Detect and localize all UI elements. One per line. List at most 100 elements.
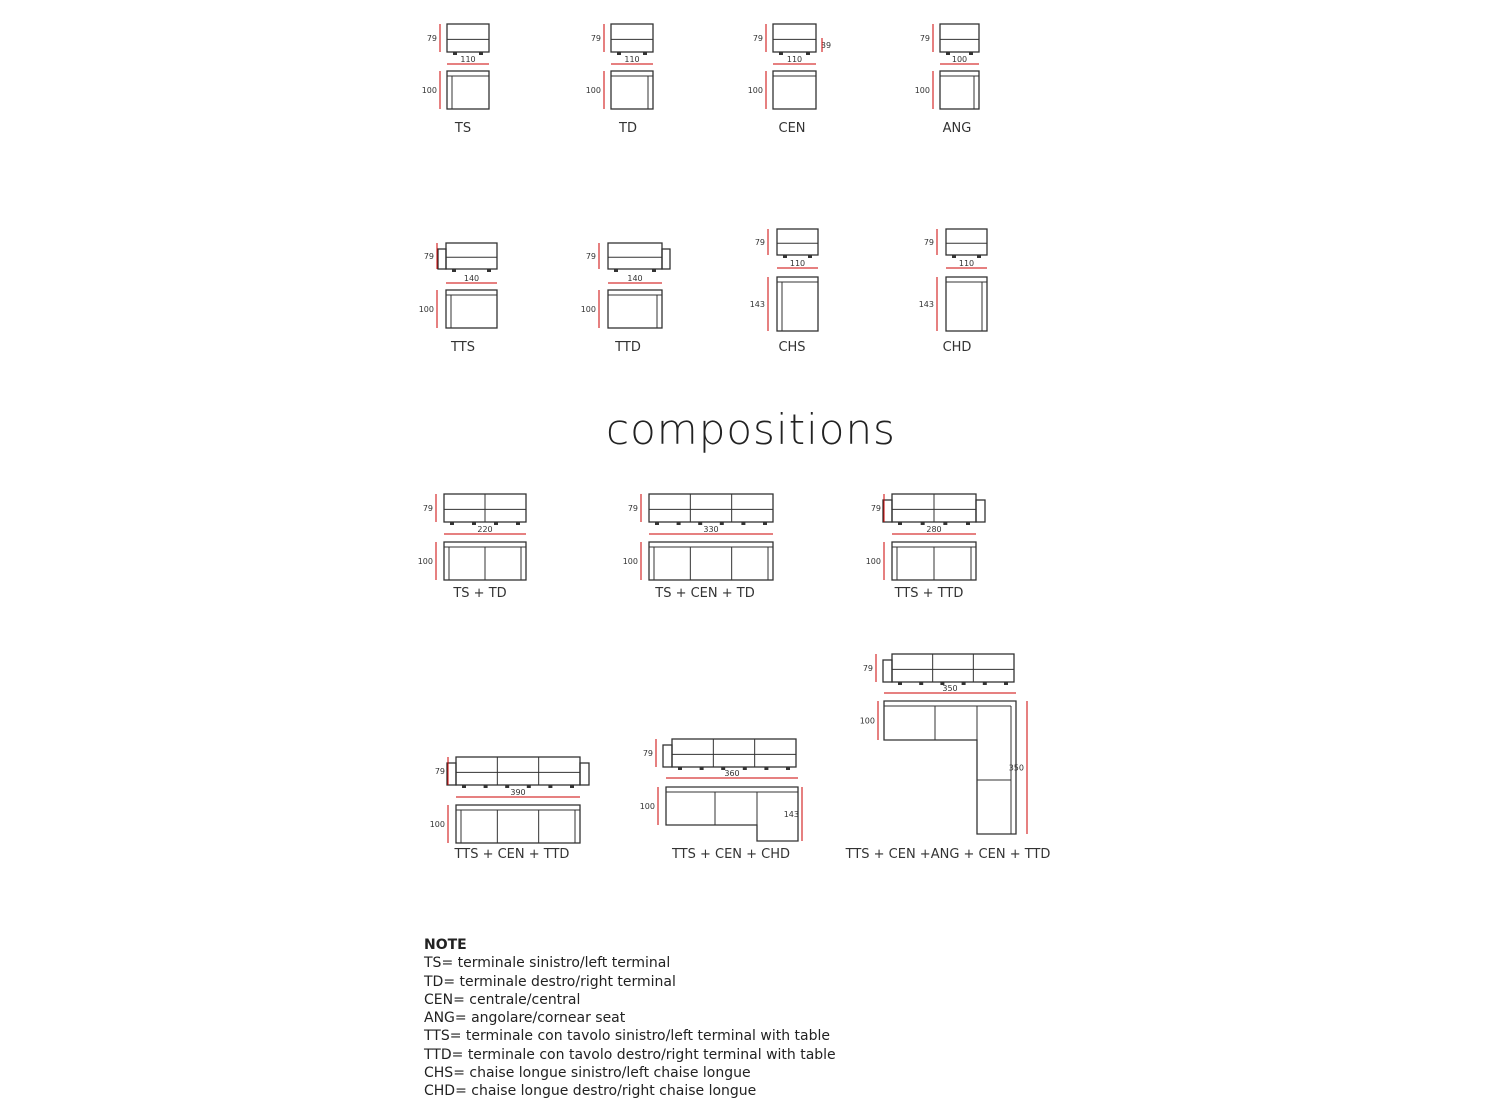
sofa-foot	[946, 52, 950, 55]
chd-width-label: 110	[959, 259, 974, 268]
chs-plan	[776, 276, 819, 332]
ts-cen-td-plan	[648, 541, 774, 581]
ts-cen-td-front	[648, 493, 774, 523]
sofa-foot	[763, 522, 767, 525]
tts-cen-chd-front	[671, 738, 797, 768]
sofa-foot	[898, 682, 902, 685]
td-depth-label: 100	[586, 86, 601, 95]
sofa-foot	[570, 785, 574, 788]
sofa-foot	[526, 785, 531, 788]
note-line: TD= terminale destro/right terminal	[424, 973, 676, 990]
cen-plan	[772, 70, 817, 110]
ang-front	[939, 23, 980, 53]
sofa-foot	[643, 52, 647, 55]
sofa-foot	[969, 52, 973, 55]
module-label-tts: TTS	[451, 340, 475, 355]
note-line: TS= terminale sinistro/left terminal	[424, 955, 671, 972]
tts-cen-ttd-table-left	[446, 762, 457, 786]
ts-td-width-label: 220	[477, 525, 492, 534]
sofa-foot	[961, 682, 966, 685]
td-front	[610, 23, 654, 53]
td-width-label: 110	[624, 55, 639, 64]
sofa-foot	[655, 522, 659, 525]
tts-cen-chd-width-label: 360	[724, 769, 739, 778]
ts-width-label: 110	[460, 55, 475, 64]
tts-depth-label: 100	[419, 305, 434, 314]
sofa-foot	[721, 767, 726, 770]
tts-cen-ttd-height-label: 79	[435, 767, 445, 776]
cen-front	[772, 23, 817, 53]
corner-front	[891, 653, 1015, 683]
chd-depth-label: 143	[919, 300, 934, 309]
ts-height-label: 79	[427, 34, 437, 43]
corner-depth2-label: 350	[1009, 764, 1024, 773]
tts-ttd-depth-label: 100	[866, 557, 881, 566]
note-line: TTD= terminale con tavolo destro/right t…	[424, 1046, 836, 1063]
note-line: CHD= chaise longue destro/right chaise l…	[424, 1083, 757, 1100]
chd-front	[945, 228, 988, 256]
module-label-chs: CHS	[778, 340, 806, 355]
ttd-plan	[607, 289, 663, 329]
module-label-td: TD	[619, 121, 637, 136]
corner-plan	[883, 700, 1017, 835]
chd-plan	[945, 276, 988, 332]
sofa-foot	[479, 52, 483, 55]
sofa-foot	[764, 767, 769, 770]
note-line: CHS= chaise longue sinistro/left chaise …	[424, 1065, 751, 1082]
ttd-height-label: 79	[586, 252, 596, 261]
ts-front	[446, 23, 490, 53]
sofa-foot	[516, 522, 520, 525]
sofa-foot	[453, 52, 457, 55]
tts-cen-ttd-table-right	[579, 762, 590, 786]
cen-seat-height-label: 39	[821, 41, 831, 50]
sofa-foot	[678, 767, 682, 770]
tts-cen-chd-table-left	[662, 744, 673, 768]
sofa-foot	[940, 682, 945, 685]
td-plan	[610, 70, 654, 110]
tts-width-label: 140	[464, 274, 479, 283]
composition-label-corner: TTS + CEN +ANG + CEN + TTD	[845, 847, 1051, 862]
module-label-cen: CEN	[778, 121, 806, 136]
tts-cen-chd-plan	[665, 786, 799, 842]
sofa-foot	[494, 522, 498, 525]
sofa-foot	[652, 269, 656, 272]
ts-td-height-label: 79	[423, 504, 433, 513]
sofa-foot	[483, 785, 488, 788]
sofa-foot	[783, 255, 787, 258]
tts-cen-ttd-width-label: 390	[510, 788, 525, 797]
chs-height-label: 79	[755, 238, 765, 247]
td-height-label: 79	[591, 34, 601, 43]
cen-depth-label: 100	[748, 86, 763, 95]
ang-depth-label: 100	[915, 86, 930, 95]
tts-front	[445, 242, 498, 270]
chd-height-label: 79	[924, 238, 934, 247]
sofa-foot	[462, 785, 466, 788]
notes-title: NOTE	[424, 937, 467, 953]
corner-height-label: 79	[863, 664, 873, 673]
note-line: TTS= terminale con tavolo sinistro/left …	[424, 1028, 831, 1045]
chs-depth-label: 143	[750, 300, 765, 309]
tts-cen-chd-depth2-label: 143	[784, 810, 799, 819]
module-label-ttd: TTD	[615, 340, 641, 355]
corner-table-left	[882, 659, 893, 683]
notes-block: NOTE TS= terminale sinistro/left termina…	[424, 936, 836, 1101]
sofa-foot	[472, 522, 476, 525]
chs-front	[776, 228, 819, 256]
ang-plan	[939, 70, 980, 110]
module-label-ts: TS	[454, 121, 472, 136]
composition-label-ts-cen-td: TS + CEN + TD	[655, 586, 755, 601]
sofa-foot	[977, 255, 981, 258]
tts-cen-ttd-plan	[455, 804, 581, 844]
ttd-front	[607, 242, 663, 270]
module-label-ang: ANG	[942, 121, 972, 136]
tts-ttd-height-label: 79	[871, 504, 881, 513]
sofa-foot	[487, 269, 491, 272]
sofa-foot	[806, 52, 810, 55]
composition-label-tts-cen-chd: TTS + CEN + CHD	[671, 847, 791, 862]
sofa-foot	[898, 522, 902, 525]
tts-cen-chd-depth-label: 100	[640, 802, 655, 811]
composition-label-tts-ttd: TTS + TTD	[894, 586, 964, 601]
module-label-chd: CHD	[942, 340, 972, 355]
sofa-foot	[548, 785, 553, 788]
tts-ttd-table-right	[975, 499, 986, 523]
